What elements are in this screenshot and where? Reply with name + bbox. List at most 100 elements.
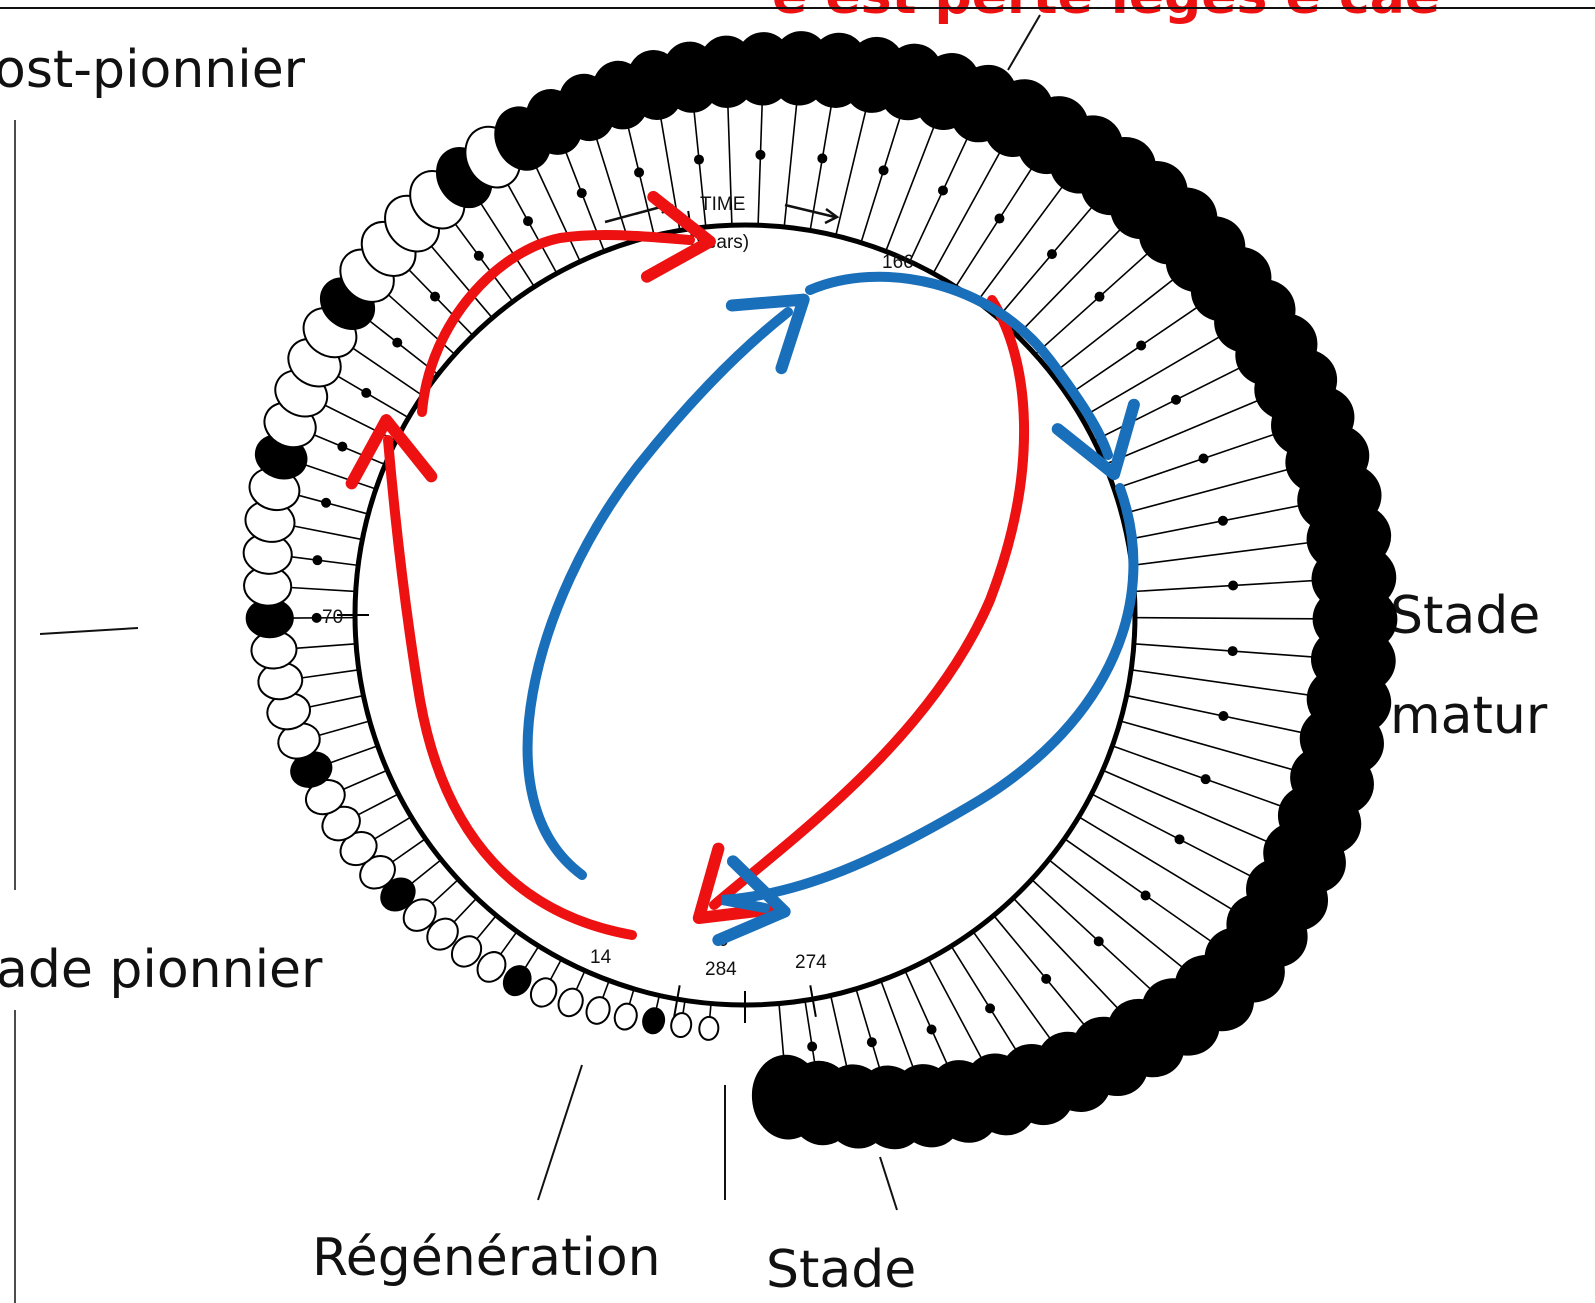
- tree-trunk: [758, 100, 762, 225]
- tree-trunk: [291, 525, 362, 539]
- seedling: [1047, 249, 1057, 259]
- tree-trunk: [977, 183, 1065, 302]
- tree-trunk: [1103, 770, 1272, 843]
- tick-284: 284: [705, 959, 737, 980]
- tree-trunk: [341, 770, 387, 790]
- seedling: [1228, 580, 1238, 590]
- tree-trunk: [1035, 250, 1151, 354]
- tree-trunk: [973, 931, 1053, 1042]
- seedling: [392, 338, 402, 348]
- tree-trunk: [956, 164, 1035, 286]
- tree-trunk: [933, 148, 1002, 273]
- tree-trunk: [322, 404, 396, 441]
- tree-trunk: [1122, 468, 1293, 514]
- tree-trunk: [1127, 696, 1307, 734]
- seedling: [430, 292, 440, 302]
- tree-trunk: [576, 971, 585, 992]
- tree-trunk: [1052, 276, 1177, 374]
- pointer-bottom-right: [880, 1157, 897, 1210]
- tree-trunk: [328, 746, 378, 764]
- tree-trunk: [550, 959, 562, 981]
- tree-crown: [670, 1012, 693, 1039]
- tree-crown: [583, 994, 614, 1027]
- tree-trunk: [288, 587, 356, 591]
- tree-trunk: [317, 721, 370, 736]
- time-arrow-left: [605, 205, 668, 222]
- seedling: [694, 155, 704, 165]
- tree-trunk: [1134, 580, 1318, 591]
- tree-trunk: [1017, 226, 1124, 336]
- seedling: [817, 153, 827, 163]
- seedling: [1041, 974, 1051, 984]
- seedling: [312, 613, 322, 623]
- tick-274: 274: [795, 952, 827, 973]
- tree-trunk: [289, 556, 359, 565]
- tree-trunk: [1092, 794, 1255, 878]
- seedling: [1218, 516, 1228, 526]
- tree-crown: [698, 1016, 719, 1041]
- tree-trunk: [410, 860, 441, 885]
- tree-trunk: [1120, 721, 1297, 771]
- tick-0: 0: [718, 930, 729, 951]
- tree-trunk: [1105, 399, 1263, 465]
- seedling: [1094, 292, 1104, 302]
- time-dial: [355, 225, 1135, 1005]
- tree-trunk: [998, 203, 1096, 318]
- tick-70: 70: [322, 607, 343, 628]
- tree-trunk: [311, 434, 385, 465]
- seedling: [361, 388, 371, 398]
- tree-trunk: [373, 817, 412, 840]
- tree-trunk: [1094, 366, 1244, 441]
- pointer-left: [40, 628, 138, 634]
- tree-trunk: [1131, 670, 1313, 696]
- pointer-regeneration: [538, 1065, 582, 1200]
- tree-trunk: [307, 696, 363, 708]
- seedling: [1171, 395, 1181, 405]
- pointer-top: [1008, 15, 1040, 70]
- tree-trunk: [831, 995, 848, 1071]
- seedling: [938, 185, 948, 195]
- tree-trunk: [476, 915, 497, 940]
- tree-trunk: [302, 464, 376, 489]
- tree-trunk: [602, 981, 609, 1000]
- tree-trunk: [296, 495, 369, 514]
- seedling: [634, 167, 644, 177]
- seedling: [807, 1042, 817, 1052]
- tree-trunk: [836, 106, 867, 235]
- seedling: [577, 188, 587, 198]
- tree-trunk: [627, 123, 654, 235]
- tick-14: 14: [590, 947, 612, 968]
- tree-trunk: [994, 915, 1088, 1028]
- seedling: [1198, 454, 1208, 464]
- years-label: (years): [690, 232, 749, 253]
- seedling: [1218, 711, 1228, 721]
- tree-trunk: [356, 794, 398, 816]
- tree-trunk: [929, 959, 984, 1063]
- tree-trunk: [1081, 334, 1223, 417]
- seedling: [312, 555, 322, 565]
- tree-trunk: [1135, 618, 1319, 619]
- tree-trunk: [1114, 433, 1279, 489]
- tree-trunk: [595, 135, 629, 243]
- tree-trunk: [524, 946, 539, 969]
- tree-crown: [612, 1001, 640, 1032]
- tree-trunk: [951, 946, 1018, 1054]
- tree-trunk: [1112, 746, 1285, 808]
- seedling: [879, 165, 889, 175]
- seedling: [1228, 646, 1238, 656]
- seedling: [1201, 774, 1211, 784]
- tree-trunk: [1128, 505, 1304, 540]
- tree-trunk: [910, 134, 969, 261]
- tree-trunk: [1013, 898, 1121, 1012]
- seedling: [1175, 834, 1185, 844]
- tree-trunk: [856, 989, 881, 1073]
- tree-crown: [554, 985, 587, 1020]
- tree-trunk: [335, 375, 409, 418]
- tree-trunk: [391, 839, 426, 863]
- seedling: [985, 1003, 995, 1013]
- seedling: [321, 498, 331, 508]
- tree-trunk: [299, 670, 359, 678]
- tree-trunk: [779, 1004, 784, 1062]
- seedling: [867, 1037, 877, 1047]
